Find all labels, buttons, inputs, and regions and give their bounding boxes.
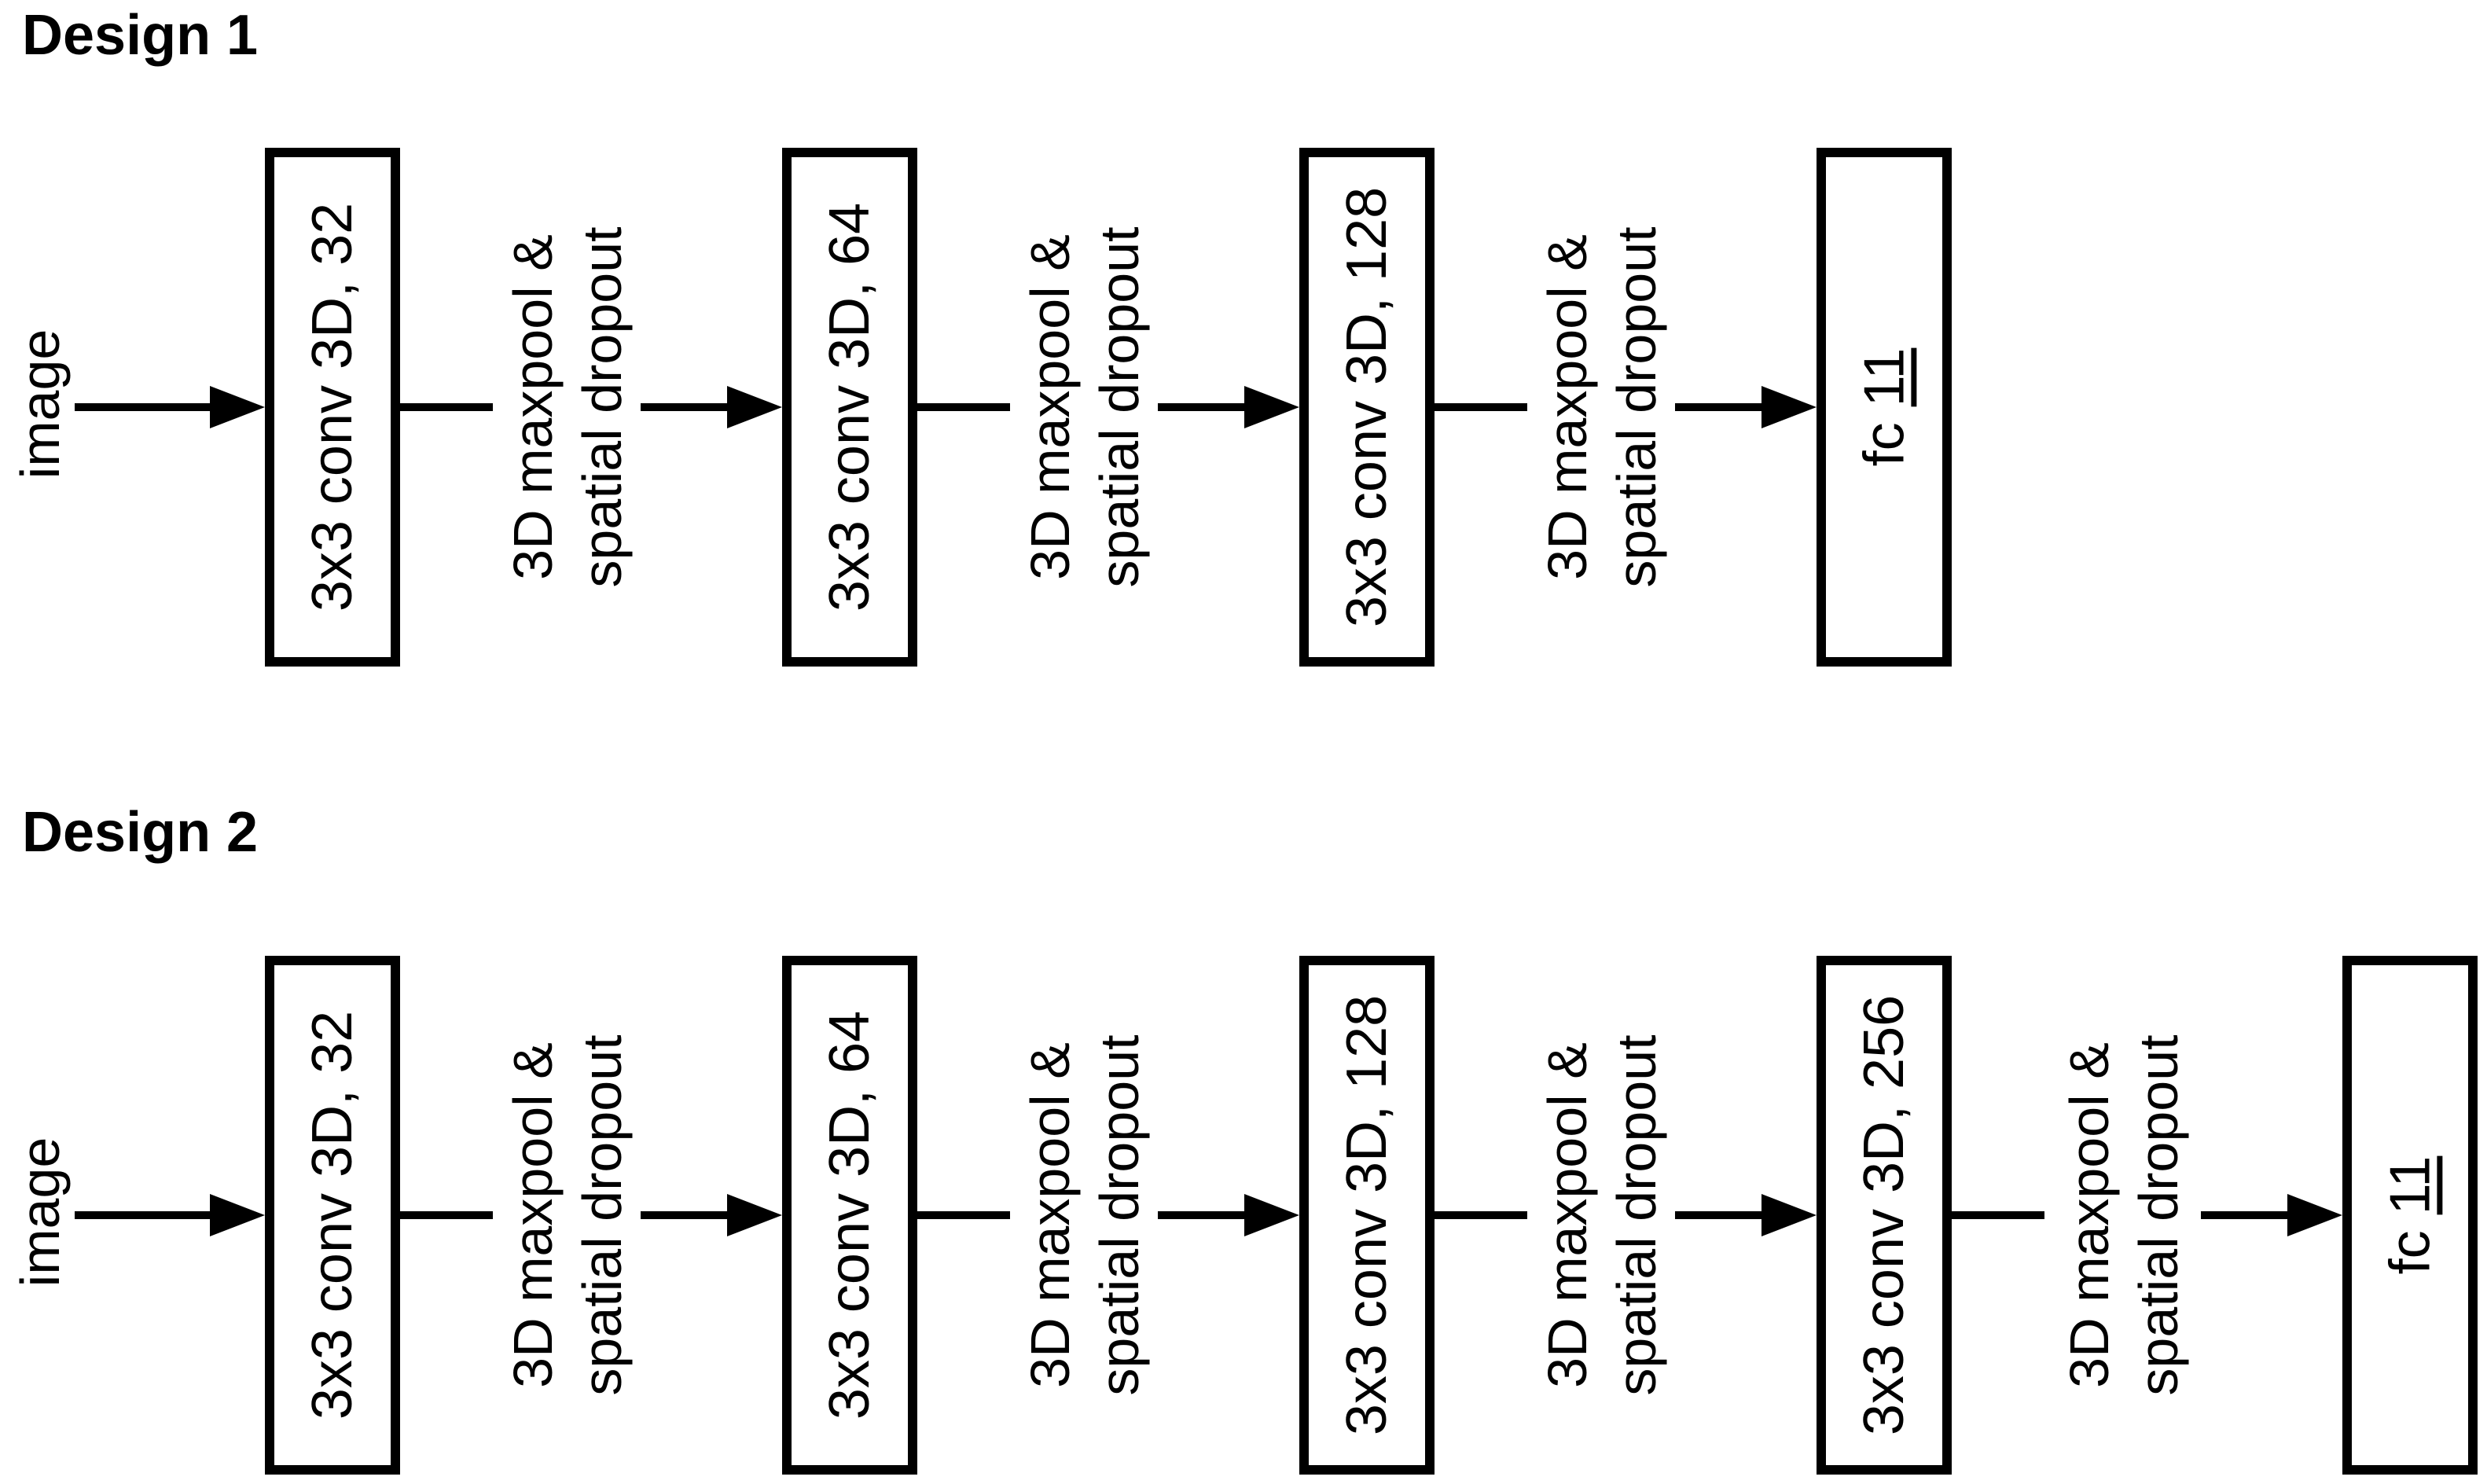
pool-label-line2: spatial dropout <box>1089 1034 1150 1396</box>
design2-conv-box-1: 3x3 conv 3D, 32 <box>265 956 400 1475</box>
flow-arrow-shaft <box>641 1211 729 1219</box>
flow-arrow-head-icon <box>727 1194 782 1236</box>
connector-line <box>917 403 1010 411</box>
input-arrow-head-icon <box>210 1194 265 1236</box>
flow-arrow-head-icon <box>1761 386 1817 428</box>
flow-arrow-shaft <box>2201 1211 2289 1219</box>
design1-conv-box-1: 3x3 conv 3D, 32 <box>265 148 400 667</box>
connector-line <box>1952 1211 2044 1219</box>
pool-label-line1: 3D maxpool & <box>2059 1042 2120 1388</box>
pool-dropout-label: 3D maxpool & spatial dropout <box>497 1011 638 1420</box>
pool-dropout-label: 3D maxpool & spatial dropout <box>1014 1011 1155 1420</box>
connector-line <box>400 403 493 411</box>
conv-box-label: 3x3 conv 3D, 64 <box>818 1010 881 1420</box>
design1-conv-box-2: 3x3 conv 3D, 64 <box>782 148 917 667</box>
flow-arrow-head-icon <box>1244 386 1299 428</box>
flow-arrow-shaft <box>1675 403 1763 411</box>
design2-input-label: image <box>9 1137 71 1287</box>
flow-arrow-shaft <box>1158 1211 1246 1219</box>
pool-label-line2: spatial dropout <box>571 1034 633 1396</box>
connector-line <box>917 1211 1010 1219</box>
flow-arrow-shaft <box>641 403 729 411</box>
design2-fc-box: fc 11 <box>2342 956 2478 1475</box>
input-arrow-shaft <box>75 403 211 411</box>
pool-label-line1: 3D maxpool & <box>1019 1042 1081 1388</box>
input-arrow-head-icon <box>210 386 265 428</box>
flow-arrow-head-icon <box>2287 1194 2342 1236</box>
connector-line <box>1435 1211 1527 1219</box>
flow-arrow-shaft <box>1675 1211 1763 1219</box>
flow-arrow-head-icon <box>1761 1194 1817 1236</box>
design2-title: Design 2 <box>22 801 259 864</box>
design1-fc-box: fc11 <box>1817 148 1952 667</box>
flow-arrow-head-icon <box>727 386 782 428</box>
fc-box-label: fc 11 <box>2379 1155 2442 1275</box>
pool-dropout-label: 3D maxpool & spatial dropout <box>2053 1011 2195 1420</box>
connector-line <box>400 1211 493 1219</box>
design2-conv-box-4: 3x3 conv 3D, 256 <box>1817 956 1952 1475</box>
conv-box-label: 3x3 conv 3D, 128 <box>1335 994 1399 1436</box>
pool-label-line1: 3D maxpool & <box>502 1042 564 1388</box>
input-arrow-shaft <box>75 1211 211 1219</box>
design2-conv-box-2: 3x3 conv 3D, 64 <box>782 956 917 1475</box>
design2-conv-box-3: 3x3 conv 3D, 128 <box>1299 956 1435 1475</box>
fc-units-underlined: 11 <box>2379 1155 2442 1215</box>
pool-label-line1: 3D maxpool & <box>1537 1042 1598 1388</box>
pool-dropout-label: 3D maxpool & spatial dropout <box>1531 1011 1673 1420</box>
fc-label: fc <box>2379 1230 2442 1275</box>
flow-arrow-head-icon <box>1244 1194 1299 1236</box>
design1-conv-box-3: 3x3 conv 3D, 128 <box>1299 148 1435 667</box>
flow-arrow-shaft <box>1158 403 1246 411</box>
design1-title: Design 1 <box>22 4 259 67</box>
pool-label-line2: spatial dropout <box>2128 1034 2189 1396</box>
connector-line <box>1435 403 1527 411</box>
conv-box-label: 3x3 conv 3D, 256 <box>1853 994 1916 1436</box>
pool-label-line2: spatial dropout <box>1606 1034 1667 1396</box>
conv-box-label: 3x3 conv 3D, 32 <box>301 1010 364 1420</box>
